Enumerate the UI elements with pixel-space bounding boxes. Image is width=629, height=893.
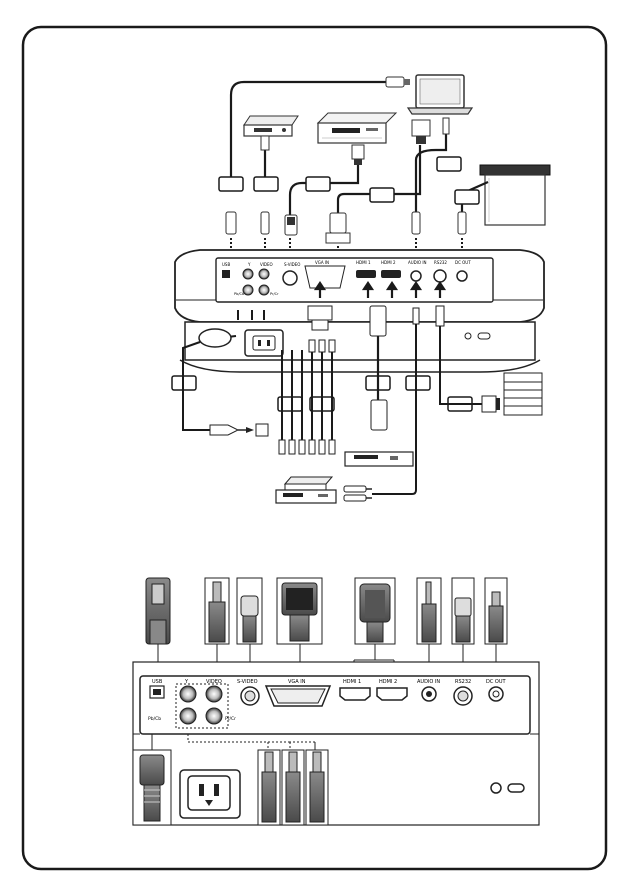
rca-plug-video-top (260, 135, 270, 151)
hdmi-source-player-icon (344, 451, 414, 467)
lower-port-label-vga: VGA IN (288, 679, 306, 685)
lower-port-label-svideo: S-VIDEO (237, 679, 258, 685)
vga-connector-illustration (276, 577, 323, 645)
port-label-usb: USB (222, 262, 230, 267)
lower-port-label-hdmi1: HDMI 1 (343, 679, 361, 685)
lower-diagram: USB Y VIDEO S-VIDEO VGA IN HDMI 1 HDMI 2… (132, 577, 540, 826)
projection-screen-icon (479, 164, 551, 226)
power-cable-illustration (132, 734, 172, 826)
port-label-y: Y (247, 262, 251, 267)
dvd-player-icon (243, 115, 299, 137)
vga-plug-top (411, 119, 431, 144)
hdmi-cable-upper (370, 336, 388, 431)
rs232-cable (439, 326, 482, 405)
port-label-hdmi1: HDMI 1 (356, 260, 371, 265)
rca-plugs-upper (278, 339, 336, 455)
audio-plug-top (442, 117, 450, 135)
usb-connector-illustration (145, 577, 171, 645)
lower-port-label-pbcb: Pb/Cb (148, 716, 161, 722)
lower-port-label-dcout: DC OUT (486, 679, 507, 685)
port-label-hdmi2: HDMI 2 (381, 260, 396, 265)
up-arrows (313, 281, 447, 298)
port-label-svideo: S-VIDEO (284, 262, 300, 267)
pc-tower-icon (503, 372, 543, 416)
projector-body-upper: USB Y VIDEO S-VIDEO VGA IN HDMI 1 HDMI 2… (174, 249, 545, 373)
lower-port-label-prcr: Pr/Cr (225, 716, 236, 722)
vcr-icon (316, 112, 398, 144)
svideo-connector-illustration (236, 577, 263, 645)
usb-plug-top (385, 76, 410, 88)
lower-port-label-rs232: RS232 (455, 679, 471, 685)
port-label-pbcb: Pb/Cb (234, 292, 245, 296)
lower-port-label-video: VIDEO (206, 679, 222, 685)
rs232-connector (481, 395, 500, 413)
lower-port-label-audio: AUDIO IN (417, 679, 440, 685)
rca-audio-pair-icon (343, 485, 372, 502)
dvd-vcr-stack-icon (275, 476, 337, 504)
plugs-below-projector (307, 305, 445, 337)
hdmi-connector-illustration (354, 577, 396, 645)
audio-cable-lower (372, 324, 417, 495)
port-label-audio: AUDIO IN (408, 260, 427, 265)
port-label-dcout: DC OUT (455, 260, 471, 265)
port-label-video: VIDEO (260, 262, 273, 267)
lower-port-label-y: Y (184, 679, 189, 685)
lower-port-label-hdmi2: HDMI 2 (379, 679, 397, 685)
port-label-rs232: RS232 (434, 260, 447, 265)
upper-diagram: USB Y VIDEO S-VIDEO VGA IN HDMI 1 HDMI 2… (171, 74, 551, 504)
projector-back-panel-lower: USB Y VIDEO S-VIDEO VGA IN HDMI 1 HDMI 2… (132, 661, 540, 826)
power-cord (182, 328, 269, 437)
laptop-icon (406, 74, 474, 115)
lower-port-label-usb: USB (152, 679, 163, 685)
plugs-above-projector (225, 211, 467, 244)
svideo-plug-top (351, 144, 365, 165)
component-rca-illustrations (187, 734, 329, 826)
component-cables-upper (237, 310, 333, 440)
port-label-prcr: Pr/Cr (270, 292, 279, 296)
port-label-vga: VGA IN (315, 260, 329, 265)
